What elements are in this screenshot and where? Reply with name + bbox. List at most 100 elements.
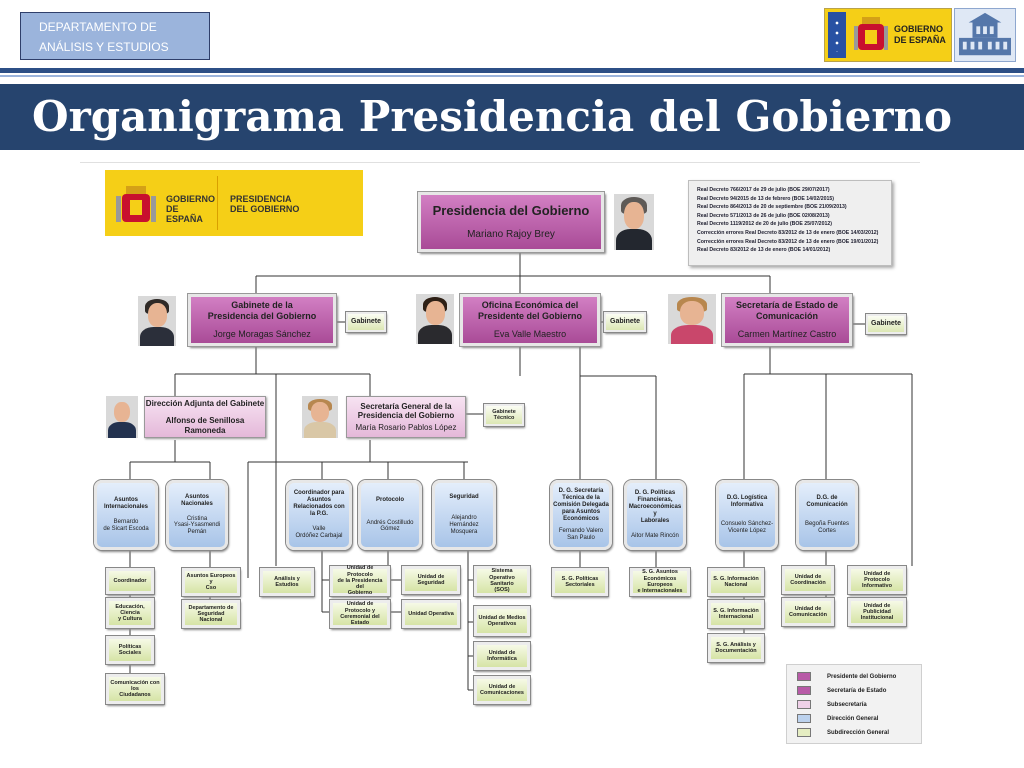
sg-unidad-operativa[interactable]: Unidad Operativa [402, 600, 460, 628]
sg-label: Gobierno [347, 590, 373, 597]
legend-item: Dirección General [797, 714, 878, 723]
dg-person-line: Pemán [187, 529, 207, 536]
presidencia-person: Mariano Rajoy Brey [467, 228, 555, 240]
sg-educacion[interactable]: Educación, Ciencia y Cultura [106, 598, 154, 628]
sg-unidad-medios[interactable]: Unidad de Medios Operativos [474, 606, 530, 636]
dg-title-line: Técnica de la [562, 495, 600, 502]
sg-unidad-protocolo-ceremonial[interactable]: Unidad de Protocolo y Ceremonial del Est… [330, 600, 390, 628]
legend-label: Secretaría de Estado [827, 687, 887, 694]
sg-unidad-informatica[interactable]: Unidad de Informática [474, 642, 530, 670]
decree-line: Real Decreto 94/2015 de 13 de febrero (B… [697, 195, 834, 202]
dg-title-line: Protocolo [376, 496, 404, 503]
dg-title-line: Financieras, [637, 497, 673, 504]
sg-unidad-comunicacion[interactable]: Unidad de Comunicación [782, 598, 834, 626]
dg-asuntos-internacionales[interactable]: Asuntos Internacionales Bernardo de Sica… [94, 480, 158, 550]
gabinete-box[interactable]: Gabinete de la Presidencia del Gobierno … [188, 294, 336, 346]
secretaria-general-name-line1: Secretaría General de la [360, 401, 452, 411]
sg-label: S. G. Políticas [561, 575, 599, 582]
secretaria-general-name-line2: Presidencia del Gobierno [357, 410, 455, 420]
sg-politicas-sectoriales[interactable]: S. G. Políticas Sectoriales [552, 568, 608, 596]
sg-label: Documentación [715, 648, 757, 654]
sg-label: S. G. Asuntos [642, 569, 678, 576]
sg-unidad-seguridad[interactable]: Unidad de Seguridad [402, 566, 460, 594]
sg-label: Políticas Sociales [118, 643, 142, 656]
legend-label: Dirección General [827, 715, 879, 722]
comunicacion-name-line2: Comunicación [755, 310, 818, 321]
sg-unidad-comunicaciones[interactable]: Unidad de Comunicaciones [474, 676, 530, 704]
sg-informacion-internacional[interactable]: S. G. Información Internacional [708, 600, 764, 628]
sg-informacion-nacional[interactable]: S. G. Información Nacional [708, 568, 764, 596]
logo-gobierno-text: GOBIERNO DE ESPAÑA [166, 194, 215, 224]
direccion-adjunta-name: Dirección Adjunta del Gabinete [145, 399, 265, 409]
gabinete-person: Jorge Moragas Sánchez [213, 329, 311, 340]
decree-line: Real Decreto 766/2017 de 29 de julio (BO… [697, 187, 830, 193]
direccion-adjunta-box[interactable]: Dirección Adjunta del Gabinete Alfonso d… [144, 396, 266, 438]
sg-asuntos-europeos[interactable]: Asuntos Europeos y Cso [182, 568, 240, 596]
sg-label: Sistema Operativo [489, 568, 515, 581]
gabinete-tecnico-box[interactable]: Gabinete Técnico [484, 404, 524, 426]
sg-unidad-publicidad[interactable]: Unidad de Publicidad Institucional [848, 598, 906, 626]
sg-label: Ciudadanos [119, 692, 151, 699]
secretaria-comunicacion-box[interactable]: Secretaría de Estado de Comunicación Car… [722, 294, 852, 346]
gabinete-tecnico-line2: Técnico [493, 415, 515, 421]
gabinete-label: Gabinete [610, 317, 640, 325]
dg-comunicacion[interactable]: D.G. de Comunicación Begoña Fuentes Cort… [796, 480, 858, 550]
sg-analisis-documentacion[interactable]: S. G. Análisis y Documentación [708, 634, 764, 662]
dg-person-line: de Sicart Escoda [103, 525, 149, 532]
presidencia-name: Presidencia del Gobierno [432, 202, 590, 218]
dg-protocolo[interactable]: Protocolo Andrés Costilludo Gómez [358, 480, 422, 550]
dg-title-line: Económicos [563, 515, 599, 522]
sg-label: Unidad de Informática [487, 649, 517, 662]
sg-sistema-sanitario[interactable]: Sistema Operativo Sanitario (SOS) [474, 566, 530, 596]
sg-label: Sanitario [490, 581, 514, 587]
logo-presidencia-line1: PRESIDENCIA [230, 194, 292, 204]
oficina-name-line1: Oficina Económica del [481, 300, 579, 311]
sg-analisis-estudios[interactable]: Análisis y Estudios [260, 568, 314, 596]
dg-title-line: y [653, 511, 657, 517]
sg-label: Unidad de Protocolo y [344, 601, 376, 614]
decrees-note: Real Decreto 766/2017 de 29 de julio (BO… [688, 180, 892, 266]
gabinete-label-box[interactable]: Gabinete [604, 312, 646, 332]
dg-person-line: Bernardo [113, 519, 139, 525]
sg-coordinador[interactable]: Coordinador [106, 568, 154, 594]
dg-politicas-financieras[interactable]: D. G. Políticas Financieras, Macroeconóm… [624, 480, 686, 550]
sg-label: Análisis y Estudios [274, 575, 300, 588]
dg-seguridad[interactable]: Seguridad Alejandro Hernández Mosquera [432, 480, 496, 550]
sg-label: y Cultura [118, 616, 142, 623]
decree-line: Real Decreto 83/2012 de 13 de enero (BOE… [697, 247, 831, 254]
gabinete-label-box[interactable]: Gabinete [866, 314, 906, 334]
logo-gobierno-line2: DE ESPAÑA [166, 204, 203, 224]
logo-presidencia-text: PRESIDENCIA DEL GOBIERNO [230, 194, 320, 214]
sg-label: Coordinador [113, 577, 147, 584]
sg-unidad-protocolo-presidencia[interactable]: Unidad de Protocolo de la Presidencia de… [330, 565, 390, 597]
dg-logistica-informativa[interactable]: D.G. Logística Informativa Consuelo Sánc… [716, 480, 778, 550]
dg-coordinador[interactable]: Coordinador para Asuntos Relacionados co… [286, 480, 352, 550]
oficina-person-photo [416, 294, 454, 344]
header-divider [0, 68, 1024, 73]
gabinete-label-box[interactable]: Gabinete [346, 312, 386, 332]
secretaria-general-box[interactable]: Secretaría General de la Presidencia del… [346, 396, 466, 438]
legend-swatch [797, 686, 811, 695]
sg-label: Unidad de Publicidad [863, 602, 891, 615]
sg-label: Económicos Europeos [643, 575, 677, 588]
dg-secretaria-tecnica[interactable]: D. G. Secretaría Técnica de la Comisión … [550, 480, 612, 550]
sg-unidad-protocolo-informativo[interactable]: Unidad de Protocolo Informativo [848, 566, 906, 594]
sg-asuntos-economicos[interactable]: S. G. Asuntos Económicos Europeos e Inte… [630, 568, 690, 596]
dg-title-line: Asuntos [114, 497, 138, 504]
dg-title-line: Informativa [730, 502, 764, 509]
presidencia-box[interactable]: Presidencia del Gobierno Mariano Rajoy B… [418, 192, 604, 252]
department-line2: ANÁLISIS Y ESTUDIOS [39, 40, 169, 54]
dg-person-line: Ysasi-Ysasmendi [173, 522, 221, 529]
sg-label: Unidad de Protocolo [863, 570, 891, 583]
sg-politicas-sociales[interactable]: Políticas Sociales [106, 636, 154, 664]
sg-unidad-coordinacion[interactable]: Unidad de Coordinación [782, 566, 834, 594]
sg-label: Unidad Operativa [408, 610, 454, 617]
gobierno-line2: DE ESPAÑA [894, 35, 946, 45]
dg-asuntos-nacionales[interactable]: Asuntos Nacionales Cristina Ysasi-Ysasme… [166, 480, 228, 550]
dg-title-line: Internacionales [103, 504, 148, 511]
sg-departamento-seguridad[interactable]: Departamento de Seguridad Nacional [182, 600, 240, 628]
oficina-economica-box[interactable]: Oficina Económica del Presidente del Gob… [460, 294, 600, 346]
sg-label: Sectoriales [565, 582, 595, 588]
sg-comunicacion-ciudadanos[interactable]: Comunicación con los Ciudadanos [106, 674, 164, 704]
sg-label: Institucional [860, 615, 894, 622]
